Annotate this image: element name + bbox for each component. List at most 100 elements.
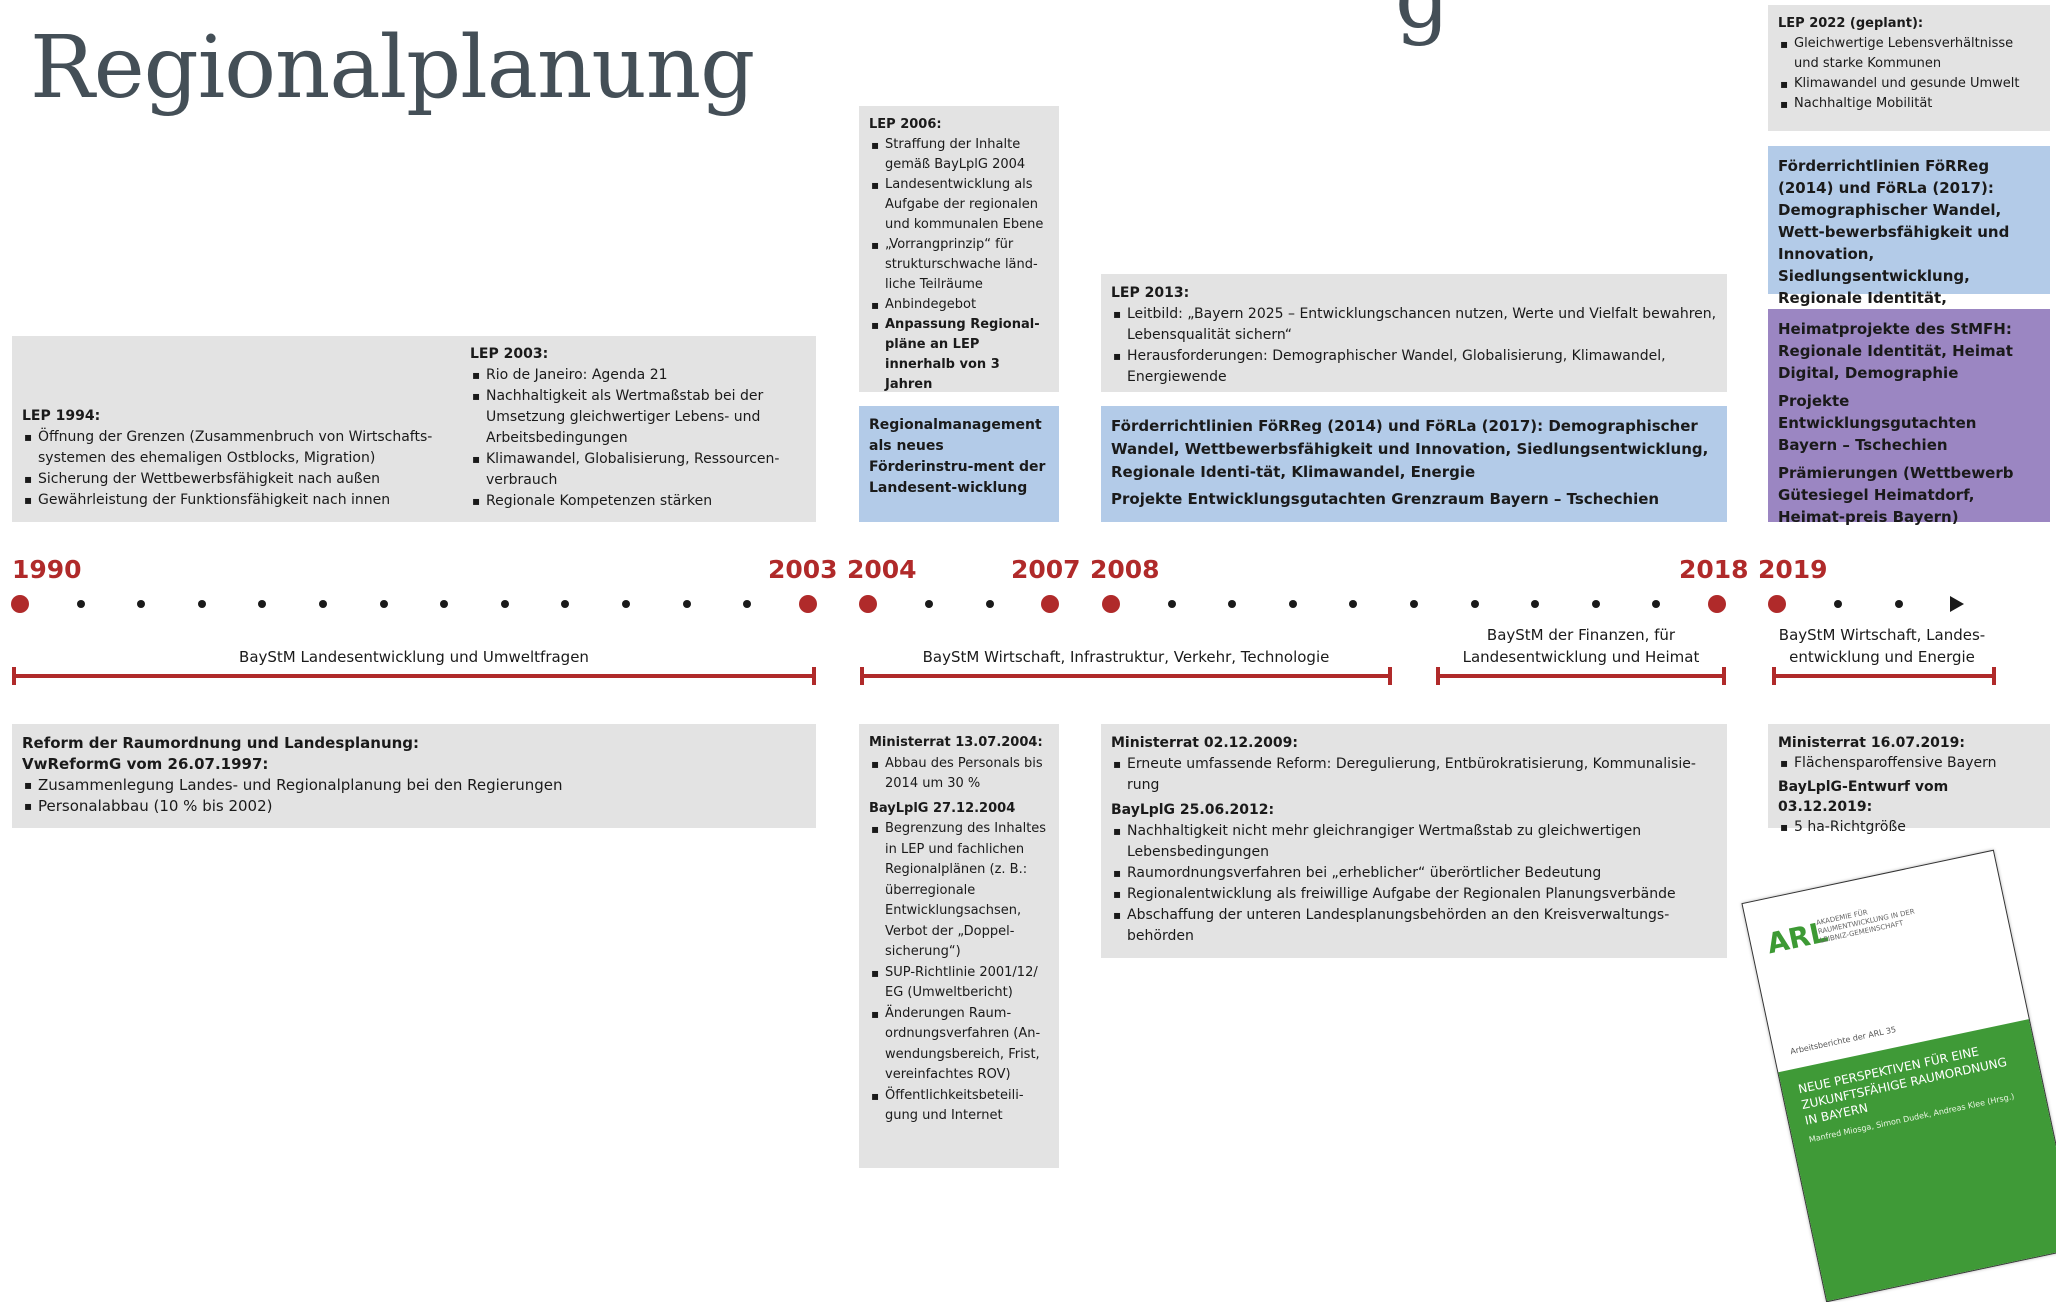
year-label: 2003	[768, 555, 838, 584]
timeline-dot	[1834, 600, 1842, 608]
ministry-span-bar	[12, 674, 816, 678]
foerderrichtlinien-right-heading: Förderrichtlinien FöRReg (2014) und FöRL…	[1778, 157, 1994, 197]
baylplg-2019-heading: BayLplG-Entwurf vom 03.12.2019:	[1778, 779, 1949, 815]
year-label: 1990	[12, 555, 82, 584]
baylplg-2004-heading: BayLplG 27.12.2004	[869, 800, 1016, 816]
year-label: 2004	[847, 555, 917, 584]
list-item: Gewährleistung der Funktionsfähigkeit na…	[22, 490, 462, 511]
ministry-label: BayStM Wirtschaft, Infrastruktur, Verkeh…	[922, 648, 1330, 666]
timeline-year-dot	[1102, 595, 1120, 613]
timeline-year-dot	[1768, 595, 1786, 613]
ministerrat-2004-heading: Ministerrat 13.07.2004:	[869, 735, 1043, 750]
timeline-dot	[76, 600, 85, 608]
timeline-dot	[682, 600, 691, 608]
timeline-arrow-icon	[1950, 596, 1964, 612]
praemierungen-text: Prämierungen (Wettbewerb Gütesiegel Heim…	[1778, 464, 2014, 526]
page-title: Regionalplanung	[30, 18, 755, 118]
regionalmanagement-text: Regionalmanagement als neues Förderinstr…	[869, 417, 1046, 496]
heimatprojekte-text: Heimatprojekte des StMFH: Regionale Iden…	[1778, 320, 2013, 382]
timeline-year-dot	[1041, 595, 1059, 613]
timeline-dot	[1652, 600, 1661, 608]
timeline-dot	[1895, 600, 1903, 608]
list-item: Begrenzung des Inhaltes in LEP und fachl…	[869, 819, 1049, 963]
lep-1994-2003-box: LEP 1994: Öffnung der Grenzen (Zusammenb…	[12, 336, 816, 522]
timeline-dot	[1591, 600, 1600, 608]
lep-2003-heading: LEP 2003:	[470, 346, 549, 362]
timeline-dot	[1167, 600, 1176, 608]
book-cover-image: ARL AKADEMIE FÜR RAUMENTWICKLUNG IN DER …	[1741, 849, 2056, 1302]
list-item: Klimawandel, Globalisierung, Ressourcen-…	[470, 449, 806, 491]
span-tick	[12, 667, 16, 685]
list-item: Gleichwertige Lebensverhältnisse und sta…	[1778, 34, 2040, 74]
list-item: Sicherung der Wettbewerbsfähigkeit nach …	[22, 469, 462, 490]
lep-2003-block: LEP 2003: Rio de Janeiro: Agenda 21 Nach…	[470, 344, 806, 516]
list-item: Raumordnungsverfahren bei „erheblicher“ …	[1111, 863, 1717, 884]
ministerrat-2019-box: Ministerrat 16.07.2019: Flächensparoffen…	[1768, 724, 2050, 837]
ministry-label: BayStM Landesentwicklung und Umweltfrage…	[239, 648, 589, 666]
span-tick	[1436, 667, 1440, 685]
span-tick	[812, 667, 816, 685]
timeline-dot	[197, 600, 206, 608]
list-item: Erneute umfassende Reform: Deregulierung…	[1111, 754, 1717, 796]
lep-2006-box: LEP 2006: Straffung der Inhalte gemäß Ba…	[859, 106, 1059, 392]
span-tick	[1992, 667, 1996, 685]
list-item: „Vorrangprinzip“ für strukturschwache lä…	[869, 235, 1049, 295]
arl-logo-subtitle: AKADEMIE FÜR RAUMENTWICKLUNG IN DER LEIB…	[1815, 907, 1916, 945]
timeline-dot	[319, 600, 327, 608]
list-item: Regionalentwicklung als freiwillige Aufg…	[1111, 884, 1717, 905]
timeline-year-dot	[1708, 595, 1726, 613]
projekte-right-text: Projekte Entwicklungsgutachten Bayern – …	[1778, 392, 1977, 454]
timeline-year-dot	[799, 595, 817, 613]
list-item: Abbau des Personals bis 2014 um 30 %	[869, 754, 1049, 795]
ministerrat-2009-heading: Ministerrat 02.12.2009:	[1111, 735, 1299, 751]
list-item: Straffung der Inhalte gemäß BayLplG 2004	[869, 135, 1049, 175]
ministry-span-bar	[1772, 674, 1996, 678]
reform-heading: Reform der Raumordnung und Landesplanung…	[22, 734, 420, 752]
list-item: Änderungen Raum-ordnungsverfahren (An-we…	[869, 1004, 1049, 1086]
lep-2006-heading: LEP 2006:	[869, 117, 942, 132]
timeline-dot	[561, 600, 570, 608]
timeline-dot	[137, 600, 146, 608]
timeline-year-dot	[859, 595, 877, 613]
baylplg-2012-heading: BayLplG 25.06.2012:	[1111, 802, 1275, 818]
lep-1994-block: LEP 1994: Öffnung der Grenzen (Zusammenb…	[22, 406, 462, 515]
list-item: Personalabbau (10 % bis 2002)	[22, 796, 806, 817]
foerderrichtlinien-mid-text: Förderrichtlinien FöRReg (2014) und FöRL…	[1111, 417, 1709, 481]
timeline-dot	[1531, 600, 1540, 608]
year-label: 2019	[1758, 555, 1828, 584]
timeline-dot	[379, 600, 388, 608]
year-label: 2007	[1011, 555, 1081, 584]
projekte-mid-text: Projekte Entwicklungsgutachten Grenzraum…	[1111, 490, 1660, 508]
list-item: 5 ha-Richtgröße	[1778, 817, 2040, 837]
foerderrichtlinien-mid-box: Förderrichtlinien FöRReg (2014) und FöRL…	[1101, 406, 1727, 522]
list-item: Leitbild: „Bayern 2025 – Entwicklungscha…	[1111, 304, 1717, 346]
year-label: 2008	[1090, 555, 1160, 584]
year-label: 2018	[1679, 555, 1749, 584]
vwreformg-heading: VwReformG vom 26.07.1997:	[22, 755, 269, 773]
ministry-label: BayStM Wirtschaft, Landes-entwicklung un…	[1778, 626, 1986, 666]
ministerrat-2004-box: Ministerrat 13.07.2004: Abbau des Person…	[859, 724, 1059, 1168]
list-item: Klimawandel und gesunde Umwelt	[1778, 74, 2040, 94]
lep-1994-heading: LEP 1994:	[22, 408, 101, 424]
timeline-dot	[622, 600, 630, 608]
list-item: Zusammenlegung Landes- und Regionalplanu…	[22, 775, 806, 796]
list-item: Nachhaltigkeit als Wertmaßstab bei der U…	[470, 386, 806, 449]
list-item: Landesentwicklung als Aufgabe der region…	[869, 175, 1049, 235]
reform-box: Reform der Raumordnung und Landesplanung…	[12, 724, 816, 828]
ministerrat-2009-box: Ministerrat 02.12.2009: Erneute umfassen…	[1101, 724, 1727, 958]
list-item: Nachhaltigkeit nicht mehr gleichrangiger…	[1111, 821, 1717, 863]
lep-2013-heading: LEP 2013:	[1111, 285, 1190, 301]
timeline-dot	[743, 600, 752, 608]
span-tick	[860, 667, 864, 685]
heimatprojekte-box: Heimatprojekte des StMFH: Regionale Iden…	[1768, 309, 2050, 526]
ministerrat-2019-heading: Ministerrat 16.07.2019:	[1778, 735, 1966, 751]
regionalmanagement-box: Regionalmanagement als neues Förderinstr…	[859, 406, 1059, 522]
ministry-label: BayStM der Finanzen, für Landesentwicklu…	[1462, 626, 1700, 666]
timeline-dot	[440, 600, 449, 608]
list-item: Flächensparoffensive Bayern	[1778, 753, 2040, 773]
ministry-span-bar	[1436, 674, 1726, 678]
span-tick	[1722, 667, 1726, 685]
timeline-dot	[1349, 600, 1358, 608]
span-tick	[1388, 667, 1392, 685]
lep-2022-heading: LEP 2022 (geplant):	[1778, 16, 1924, 31]
